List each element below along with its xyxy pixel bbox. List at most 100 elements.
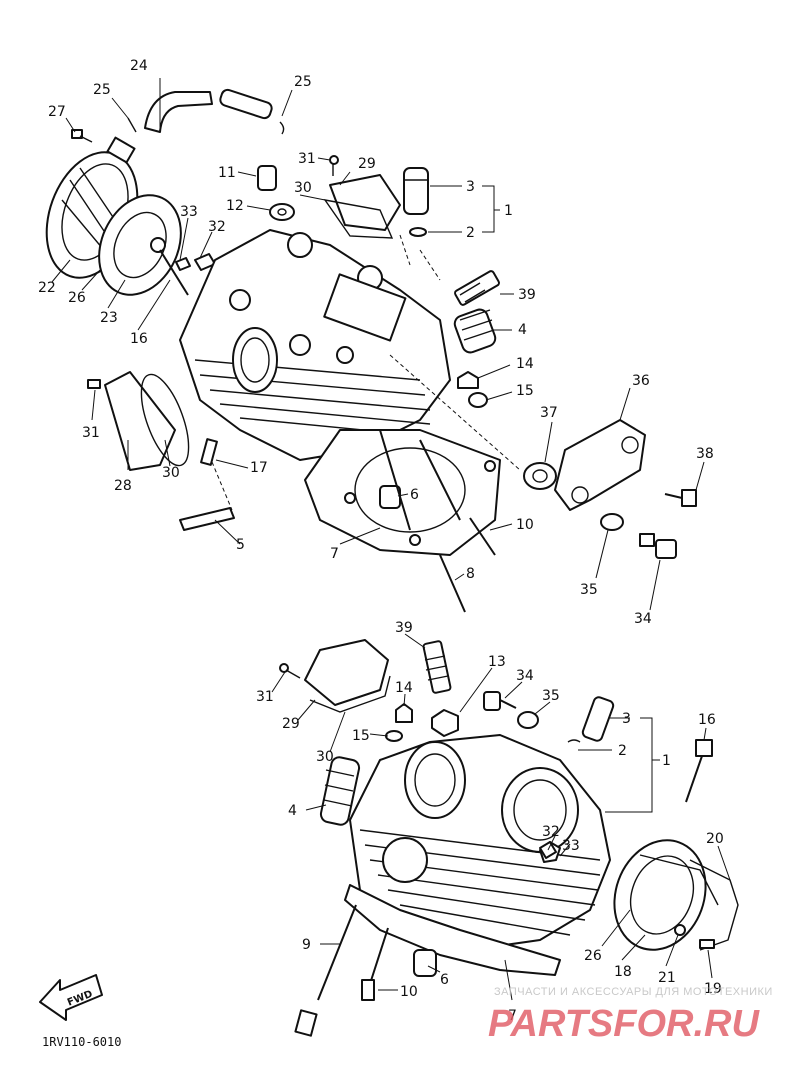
bolt-34-lower [483,691,517,711]
nut-13 [431,709,459,737]
callout: 30 [294,180,312,196]
callout: 25 [93,82,111,98]
callout: 30 [316,749,334,765]
plug-cap-lower [319,756,361,826]
callout: 32 [542,824,560,840]
callout: 19 [704,981,722,997]
callout: 27 [48,104,66,120]
plug-cap-upper [453,308,497,354]
callout: 2 [618,743,627,759]
dowel-6-lower [413,949,437,977]
callout: 33 [180,204,198,220]
callout: 22 [38,280,56,296]
valve-guide-lower [567,696,615,743]
cylinder-head-lower [349,734,611,951]
callout: 31 [82,425,100,441]
upper-assembly [45,88,697,613]
leader-lines [51,78,731,1001]
callout: 11 [218,165,236,181]
callout: 37 [540,405,558,421]
callout: 1 [662,753,671,769]
bolt-34-upper [639,533,677,559]
callout: 6 [410,487,419,503]
washer-33 [175,257,191,271]
side-cover-28 [87,371,190,471]
washer-15 [468,392,488,408]
lower-callout-numbers: 39 13 34 35 31 29 14 15 30 3 2 1 16 4 32… [256,620,724,1024]
callout: 4 [288,803,297,819]
callout: 10 [516,517,534,533]
pipe-5 [179,507,235,531]
washer-15-lower [385,730,403,742]
spark-plug-upper [454,270,500,306]
part-11 [257,165,277,191]
callout: 6 [440,972,449,988]
washer-35-upper [600,513,624,531]
bolt-38 [664,489,697,507]
callout: 38 [696,446,714,462]
cylinder-head-upper [179,229,451,461]
watermark-brand: PARTSFOR.RU [488,1003,760,1045]
breather-hose [144,88,273,133]
watermark: ЗАПЧАСТИ И АКСЕССУАРЫ ДЛЯ МОТОТЕХНИКИ PA… [488,986,773,1045]
callout: 39 [395,620,413,636]
callout: 16 [698,712,716,728]
callout: 18 [614,964,632,980]
nut-14-lower [395,703,413,723]
callout: 4 [518,322,527,338]
head-gasket-lower [344,884,561,976]
callout: 26 [68,290,86,306]
callout: 35 [542,688,560,704]
callout: 10 [400,984,418,1000]
callout: 31 [256,689,274,705]
callout: 33 [562,838,580,854]
callout: 28 [114,478,132,494]
watermark-tagline: ЗАПЧАСТИ И АКСЕССУАРЫ ДЛЯ МОТОТЕХНИКИ [494,986,773,998]
callout: 25 [294,74,312,90]
stud-17 [200,438,218,466]
callout: 14 [516,356,534,372]
callout: 39 [518,287,536,303]
callout: 12 [226,198,244,214]
callout: 20 [706,831,724,847]
callout: 29 [282,716,300,732]
callout: 3 [622,711,631,727]
stud-9 [317,904,357,1001]
stud-8-upper [439,554,466,613]
callout: 36 [632,373,650,389]
callout: 16 [130,331,148,347]
fwd-arrow: FWD [39,974,103,1021]
callout: 7 [508,1008,517,1024]
callout: 1 [504,203,513,219]
callout: 34 [516,668,534,684]
callout: 3 [466,179,475,195]
callout: 9 [302,937,311,953]
washer-12 [269,203,295,221]
callout: 21 [658,970,676,986]
callout: 32 [208,219,226,235]
nut-14 [457,371,479,389]
hose-clip [127,117,285,135]
head-gasket-upper [304,429,501,556]
callout: 2 [466,225,475,241]
tappet-cover-upper [323,155,401,239]
callout: 24 [130,58,148,74]
callout: 8 [466,566,475,582]
tappet-cover-lower [279,639,391,713]
callout: 23 [100,310,118,326]
callout: 30 [162,465,180,481]
stud-10-upper [469,517,496,556]
callout: 15 [516,383,534,399]
callout: 17 [250,460,268,476]
engine-bracket-36 [554,419,646,511]
collar-37 [523,462,557,490]
spark-plug-lower [422,640,452,694]
callout: 29 [358,156,376,172]
lower-assembly: FWD [39,639,739,1037]
callout: 13 [488,654,506,670]
valve-guide-upper [403,167,429,237]
callout: 7 [330,546,339,562]
callout: 35 [580,582,598,598]
